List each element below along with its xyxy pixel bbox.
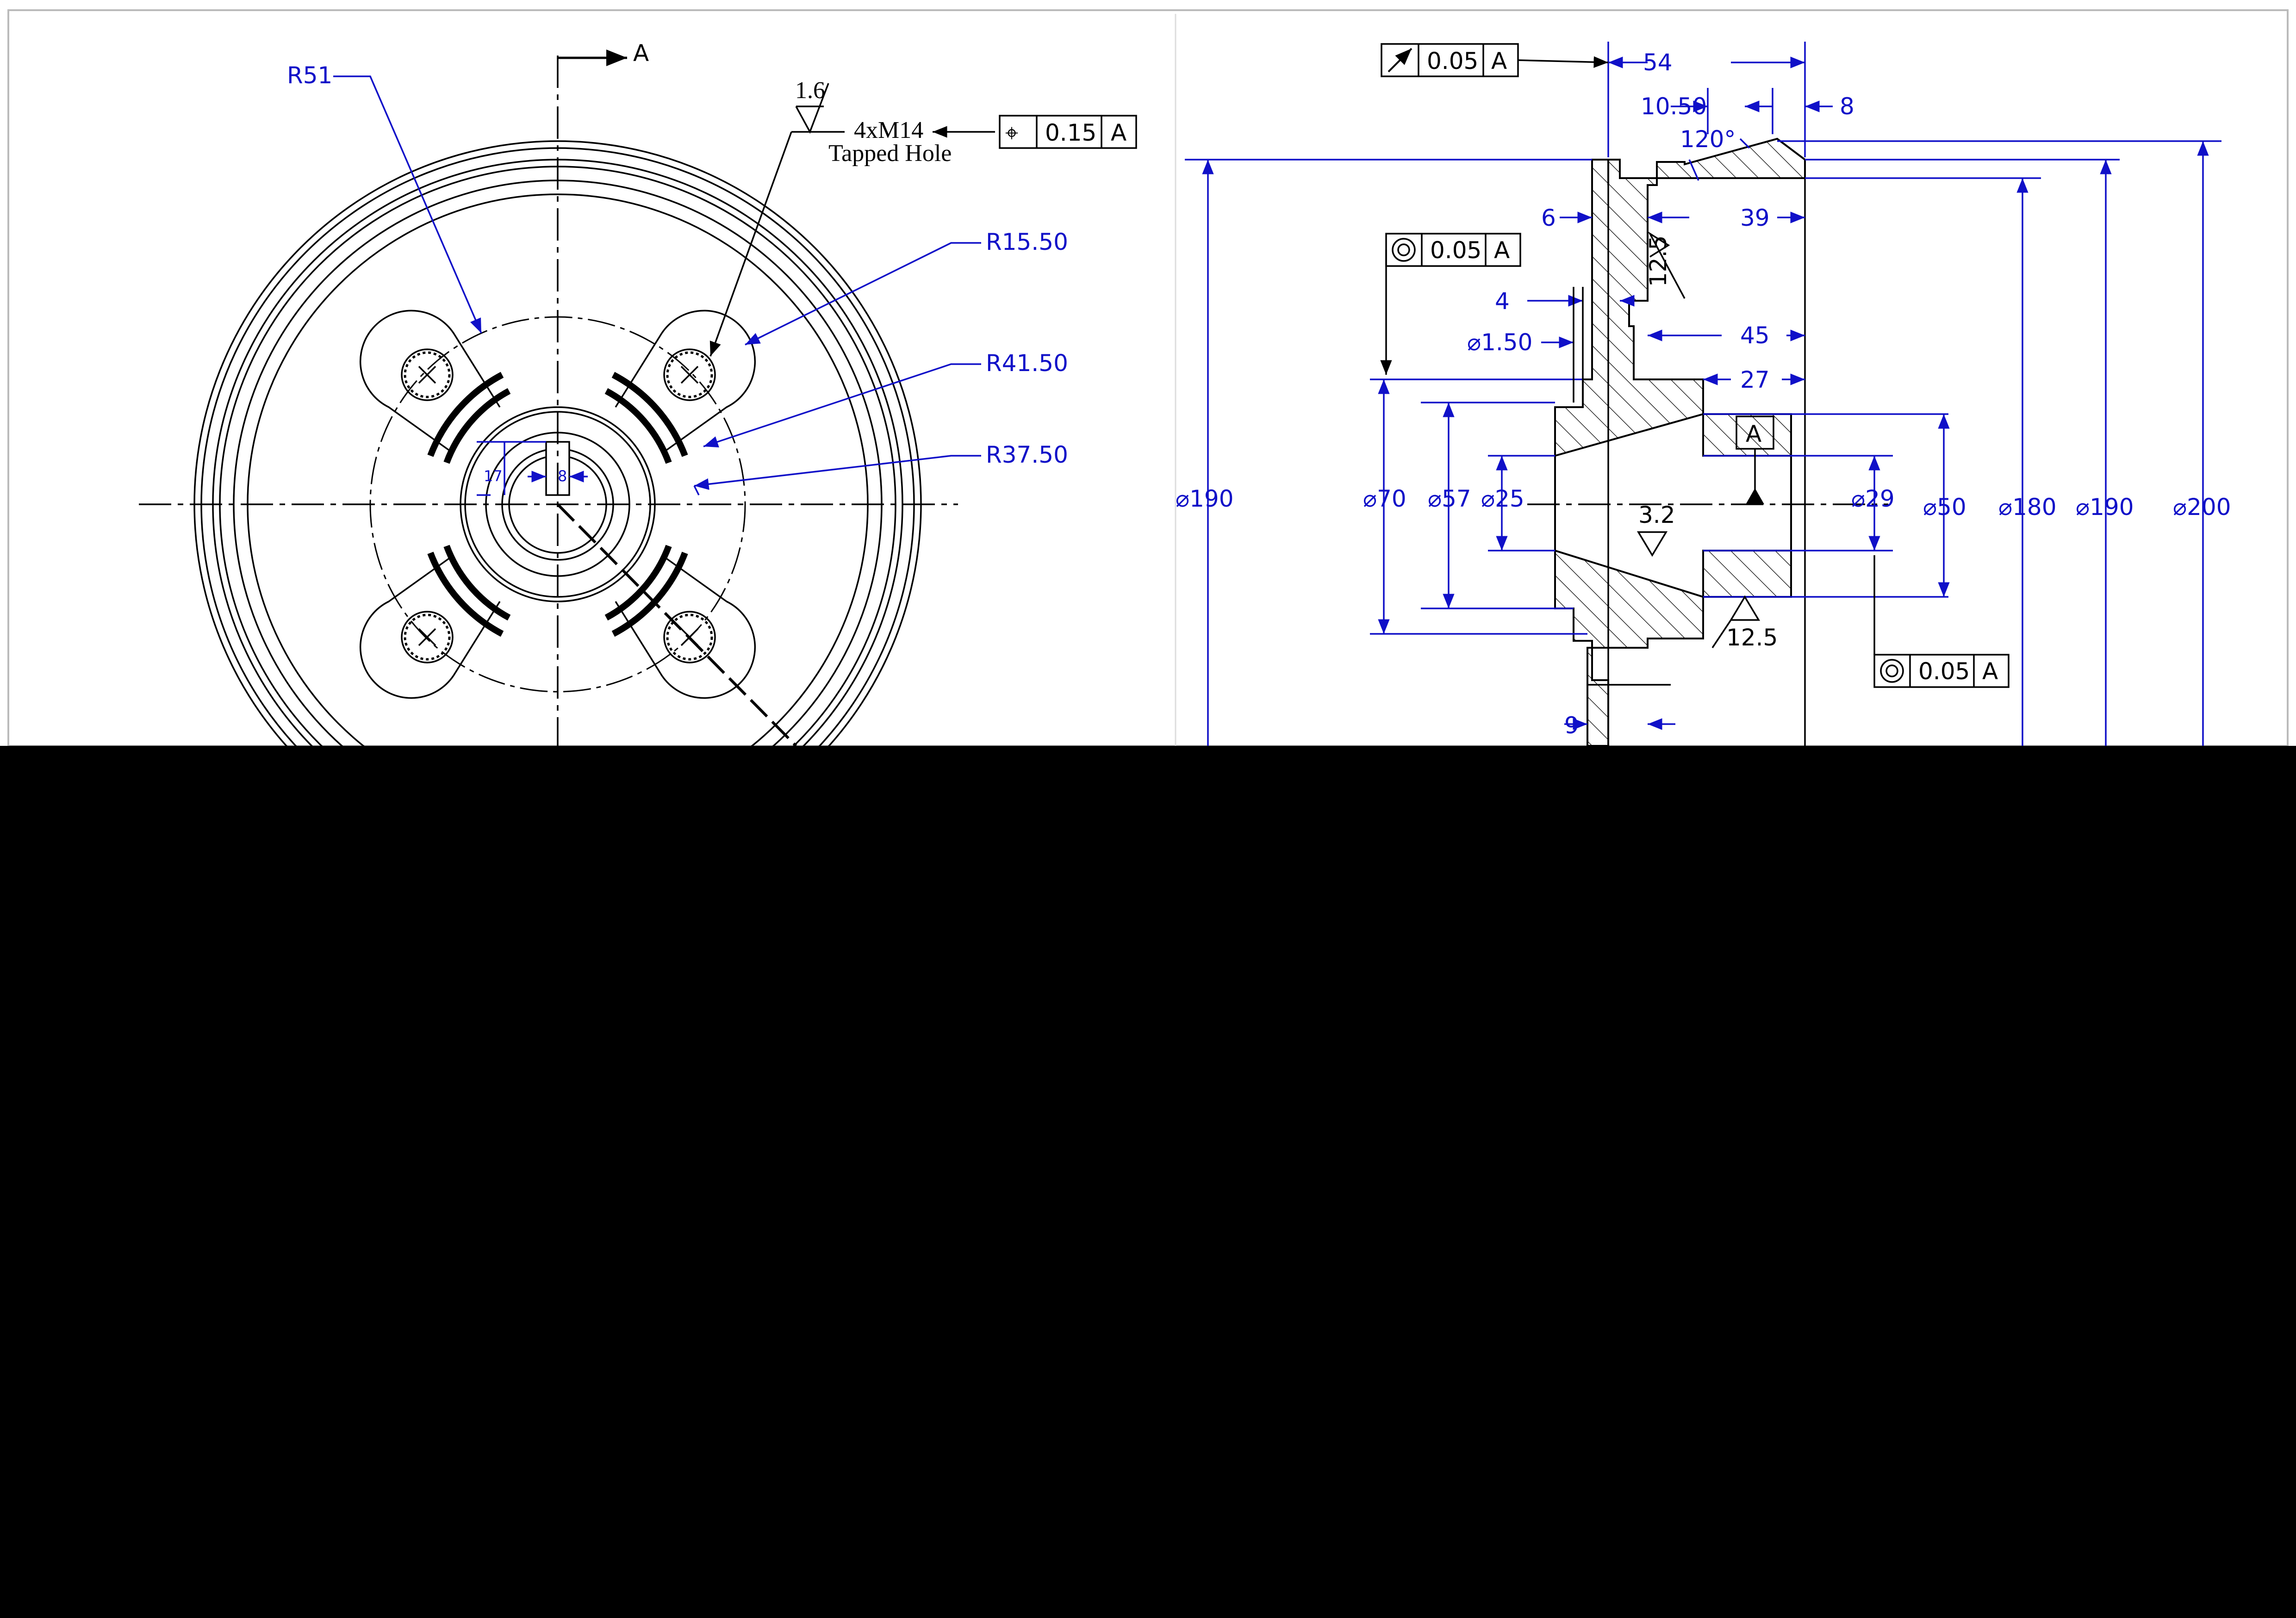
- svg-text:A: A: [1491, 48, 1507, 74]
- dim-dia-1-50: ⌀1.50: [1467, 329, 1532, 356]
- r41-50-label: R41.50: [986, 350, 1068, 377]
- front-view: A 1.6 R51 R15.50 R41.50 R37.50 17 8 4xM1…: [139, 40, 1137, 746]
- position-tolerance-frame: ⌖ 0.15 A: [999, 115, 1137, 149]
- dim-8: 8: [1840, 93, 1854, 120]
- dim-10-50: 10.50: [1641, 93, 1707, 120]
- dim-dia-200-label: ⌀200: [2173, 494, 2231, 521]
- r41-leader: [703, 363, 981, 448]
- rib-arc-bottom-right: [611, 552, 688, 637]
- concentric-icon: [1392, 238, 1416, 262]
- runout-arrow-icon: [1388, 48, 1412, 73]
- finish-12-5-bottom: 12.5: [1726, 624, 1778, 651]
- svg-text:A: A: [1982, 658, 1998, 685]
- r51-leader: [333, 75, 482, 334]
- sheet-border: [7, 9, 2289, 746]
- concentric-icon-2: [1880, 659, 1904, 683]
- empty-area: [0, 746, 2296, 1618]
- dim-dia-70-label: ⌀70: [1363, 485, 1406, 512]
- hole-callout-1: 4xM14: [854, 117, 923, 143]
- section-cut-line: [556, 503, 797, 746]
- finish-symbol-12-5-vertical: [1648, 231, 1686, 299]
- dim-dia-190-left-label: ⌀190: [1176, 485, 1234, 512]
- position-symbol: ⌖: [1005, 119, 1018, 146]
- finish-3-2: 3.2: [1638, 502, 1675, 528]
- svg-text:0.05: 0.05: [1427, 48, 1478, 74]
- r15-50-label: R15.50: [986, 229, 1068, 255]
- section-label: A: [633, 40, 649, 67]
- drawing-sheet: A 1.6 R51 R15.50 R41.50 R37.50 17 8 4xM1…: [0, 0, 2296, 746]
- bolt-boss-bottom-left: [359, 554, 501, 699]
- dim-dia-50-label: ⌀50: [1923, 494, 1966, 521]
- svg-text:0.15: 0.15: [1045, 119, 1096, 146]
- dim-dia-25-label: ⌀25: [1481, 485, 1524, 512]
- rib-arc-bottom-left: [427, 552, 504, 637]
- svg-text:0.05: 0.05: [1430, 237, 1481, 264]
- dim-54: 54: [1643, 49, 1673, 76]
- r15-leader: [745, 242, 981, 346]
- rib-arc-top-right: [611, 372, 688, 457]
- section-view: A 0.05 A 0.05 A: [1176, 42, 2231, 746]
- dim-dia-29-label: ⌀29: [1851, 485, 1895, 512]
- key-dim-8: 8: [558, 467, 567, 485]
- runout-tolerance-frame: 0.05 A: [1381, 43, 1609, 77]
- concentricity-tolerance-frame-2: 0.05 A: [1873, 555, 2010, 688]
- rib-arc-top-right-2: [604, 388, 672, 464]
- svg-text:1.6: 1.6: [795, 77, 825, 104]
- dim-4: 4: [1495, 288, 1510, 315]
- rib-arc-bottom-left-2: [443, 545, 511, 621]
- dim-dia-190-right-label: ⌀190: [2076, 494, 2134, 521]
- hole-callout-2: Tapped Hole: [828, 140, 952, 167]
- datum-a-feature: A: [1736, 415, 1774, 504]
- rib-arc-top-left: [427, 372, 504, 457]
- key-dim-17: 17: [484, 467, 503, 485]
- svg-text:A: A: [1111, 119, 1126, 146]
- technical-drawing: A 1.6 R51 R15.50 R41.50 R37.50 17 8 4xM1…: [7, 9, 2289, 746]
- dim-dia-180-label: ⌀180: [1998, 494, 2057, 521]
- r37-50-label: R37.50: [986, 441, 1068, 468]
- rib-arc-bottom-right-2: [604, 545, 672, 621]
- datum-a-label: A: [1746, 421, 1761, 447]
- rib-arc-top-left-2: [443, 388, 511, 464]
- concentricity-tolerance-frame-1: 0.05 A: [1380, 233, 1521, 375]
- dim-45: 45: [1740, 322, 1770, 349]
- finish-symbol-3-2: [1636, 531, 1668, 557]
- svg-text:A: A: [1494, 237, 1510, 264]
- svg-text:0.05: 0.05: [1918, 658, 1970, 685]
- bolt-boss-top-left: [359, 310, 501, 454]
- dim-9: 9: [1564, 712, 1579, 739]
- angle-120: 120°: [1680, 126, 1736, 153]
- bolt-boss-top-right: [615, 310, 756, 454]
- dim-6: 6: [1541, 205, 1556, 231]
- finish-symbol-1-6: 1.6: [795, 77, 829, 134]
- r51-label: R51: [287, 62, 332, 89]
- dim-27: 27: [1740, 366, 1770, 393]
- dim-39: 39: [1740, 205, 1770, 231]
- bolt-boss-bottom-right: [615, 554, 756, 699]
- r37-leader: [694, 455, 981, 490]
- finish-12-5-vertical: 12.5: [1645, 236, 1672, 287]
- dim-dia-57-label: ⌀57: [1428, 485, 1471, 512]
- angle-marker: [1688, 138, 1750, 181]
- finish-symbol-12-5-bottom: [1711, 595, 1761, 648]
- tapped-hole-leader: [709, 131, 792, 357]
